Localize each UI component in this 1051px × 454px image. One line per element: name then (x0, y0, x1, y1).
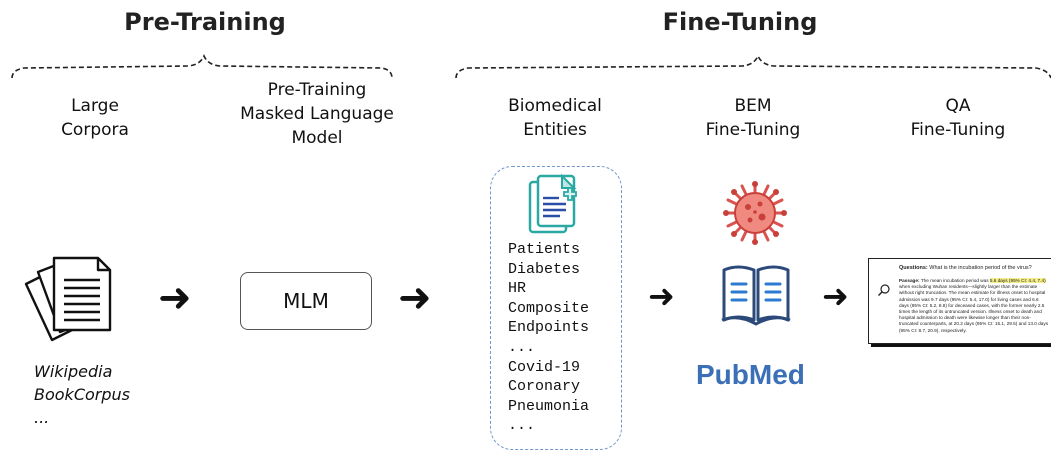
stage-qa-finetuning: QA Fine-Tuning (910, 96, 1006, 140)
corpora-examples: Wikipedia BookCorpus ... (34, 360, 174, 429)
qa-answer-highlight: 5.6 days (95% CI: 4.4, 7.4) (989, 278, 1046, 283)
pretraining-brace (11, 54, 1051, 79)
clipboard-medical-icon (528, 173, 577, 234)
entity-item: Pneumonia (508, 397, 590, 415)
corpus-bookcorpus: BookCorpus (34, 385, 130, 404)
qa-passage-after: when excluding Wuhan residents—slightly … (899, 284, 1049, 333)
entity-list: Patients Diabetes HR Composite Endpoints… (508, 240, 620, 436)
qa-passage-before: The mean incubation period was (920, 278, 990, 283)
qa-example-card: Questions: What is the incubation period… (868, 258, 1051, 344)
pubmed-logo-text: PubMed (696, 359, 805, 390)
pretraining-header: Pre-Training (124, 8, 286, 36)
entity-item: Coronary (508, 378, 581, 396)
stage-pretraining-mlm: Pre-Training Masked Language Model (240, 80, 394, 148)
entity-item: ... (508, 417, 536, 435)
entity-item: HR (508, 280, 527, 298)
mlm-box: MLM (240, 272, 372, 330)
qa-passage: Passage: The mean incubation period was … (899, 278, 1049, 334)
arrow-entities-to-bem: ➜ (648, 277, 675, 315)
qa-text: Questions: What is the incubation period… (899, 265, 1049, 334)
stage-bem-finetuning: BEM Fine-Tuning (705, 96, 801, 140)
corpus-wikipedia: Wikipedia (34, 362, 113, 381)
corpus-more: ... (34, 408, 50, 427)
arrow-mlm-to-entities: ➜ (398, 275, 432, 321)
qa-passage-label: Passage: (899, 278, 920, 283)
virus-icon (723, 181, 787, 245)
arrow-corpora-to-mlm: ➜ (158, 275, 192, 321)
qa-question: Questions: What is the incubation period… (899, 265, 1049, 272)
finetuning-header: Fine-Tuning (662, 8, 818, 36)
qa-question-label: Questions: (899, 265, 928, 271)
stage-biomedical-entities: Biomedical Entities (508, 96, 602, 140)
pubmed-logo: PubMed (696, 359, 805, 391)
entity-item: Covid-19 (508, 358, 581, 376)
search-icon (878, 284, 890, 296)
entity-item: Patients (508, 241, 581, 258)
entity-item: ... (508, 338, 536, 356)
entity-item: Composite (508, 299, 590, 317)
arrow-bem-to-qa: ➜ (822, 277, 849, 315)
documents-icon (24, 256, 112, 342)
mlm-box-label: MLM (283, 289, 329, 313)
entity-item: Endpoints (508, 319, 590, 337)
qa-question-text: What is the incubation period of the vir… (929, 265, 1032, 271)
entities-container (490, 166, 622, 450)
open-book-icon (721, 265, 791, 326)
entity-item: Diabetes (508, 260, 581, 278)
stage-large-corpora: Large Corpora (61, 96, 129, 140)
